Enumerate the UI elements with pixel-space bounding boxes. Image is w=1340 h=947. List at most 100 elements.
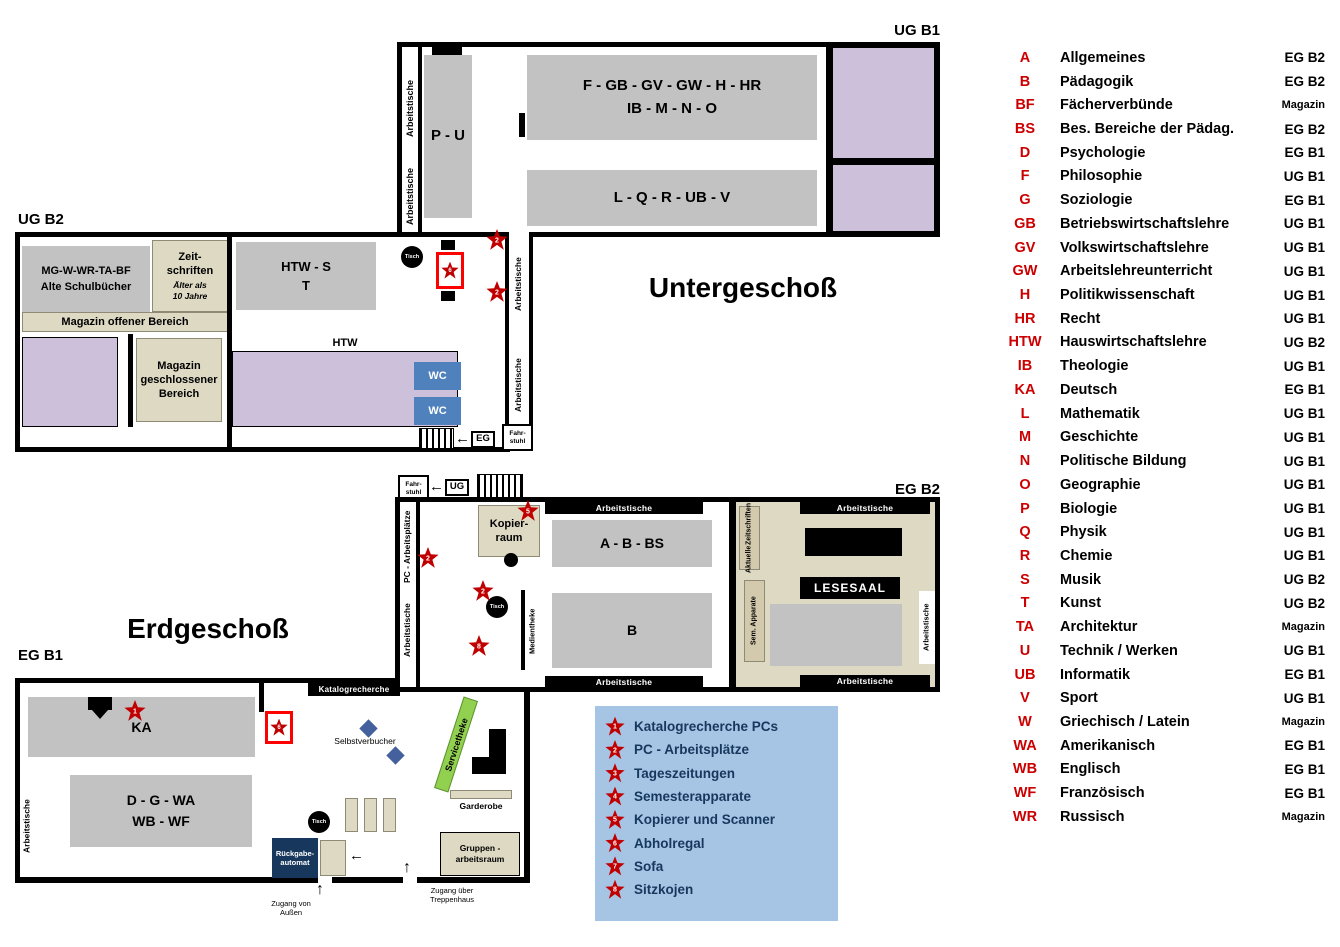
label-line: Zeitschriften [745,503,753,546]
label-garderobe: Garderobe [459,801,503,811]
index-row: WB Englisch EG B1 [1003,758,1325,782]
map-star: 1 [124,700,146,722]
index-location: UG B1 [1283,168,1325,184]
index-code: HTW [1008,334,1042,351]
label-selbstverbucher: Selbstverbucher [334,736,396,746]
title-untergeschoss: Untergeschoß [648,272,838,303]
index-location: UG B1 [1283,358,1325,374]
star-number: 2 [613,747,617,755]
index-row: R Chemie UG B1 [1003,544,1325,568]
table-dot [504,553,518,567]
label-line: Aktuelle [745,545,753,573]
index-location: Magazin [1281,99,1325,112]
index-row: V Sport UG B1 [1003,686,1325,710]
label-line: schriften [166,264,214,277]
wall [832,159,935,164]
index-row: W Griechisch / Latein Magazin [1003,710,1325,734]
index-row: S Musik UG B2 [1003,568,1325,592]
label-line: Bereich [158,388,200,401]
index-code: P [1020,500,1030,517]
legend-item: 7 Sofa [605,855,838,878]
index-row: GV Volkswirtschaftslehre UG B1 [1003,236,1325,260]
map-star: 8 [468,635,490,657]
label-line: automat [280,858,310,867]
table-block [345,798,358,832]
wall [729,497,736,692]
abholregal: 6 [265,711,293,744]
label-line: Magazin [157,359,201,372]
lesesaal-tables [770,604,902,666]
label-line: arbeitsraum [455,854,505,864]
index-code: W [1018,713,1032,730]
arrow-up-icon: ↑ [316,881,324,898]
label-line: Rückgabe- [275,849,315,858]
title-erdgeschoss: Erdgeschoß [127,613,289,644]
index-subject: Griechisch / Latein [1060,713,1190,730]
ug-exit-label: UG [445,479,469,496]
wall [259,678,264,712]
abholregal: 6 [436,252,464,289]
map-star: 2 [486,281,508,303]
tisch-table: Tisch [308,811,330,833]
index-code: A [1019,49,1031,66]
index-row: GW Arbeitslehreunterricht UG B1 [1003,259,1325,283]
arrow-left-icon: ← [455,430,470,447]
label-line: Magazin offener Bereich [61,315,189,328]
star-number: 5 [526,508,530,516]
index-code: O [1019,476,1031,493]
index-code: KA [1014,381,1036,398]
star-number: 2 [481,588,485,596]
index-subject: Französisch [1060,785,1145,802]
index-location: UG B1 [1283,311,1325,327]
shelf-a-b-bs: A - B - BS [552,520,712,567]
star-icon: 7 [605,856,625,876]
index-code: BS [1014,121,1036,138]
eg-exit-label: EG [471,431,495,448]
label-arbeitstische-vertical: Arbeitstische [404,79,415,137]
index-subject: Geschichte [1060,429,1139,446]
star-number: 8 [477,643,481,651]
index-code: U [1019,642,1031,659]
label-arbeitstische-vertical: Arbeitstische [404,167,415,225]
label-line: 10 Jahre [172,291,208,302]
index-subject: Politische Bildung [1060,453,1187,470]
legend-item: 2 PC - Arbeitsplätze [605,738,838,761]
index-code: UB [1014,666,1036,683]
index-row: GB Betriebswirtschaftslehre UG B1 [1003,212,1325,236]
index-subject: Sport [1060,690,1098,707]
index-location: UG B1 [1283,429,1325,445]
star-icon: 5 [605,809,625,830]
star-icon: 8 [605,879,625,900]
label-arbeitstische-vertical: Arbeitstische [402,603,413,657]
sem-apparate-shelf: Sem. Apparate [744,580,765,662]
index-row: O Geographie UG B1 [1003,473,1325,497]
index-row: N Politische Bildung UG B1 [1003,449,1325,473]
index-subject: Betriebswirtschaftslehre [1060,215,1230,232]
wall [227,232,232,452]
shelf-b: B [552,593,712,668]
index-location: EG B1 [1284,785,1325,801]
star-icon: 2 [605,739,625,760]
label-line: geschlossener [140,373,218,386]
shelf-label: D - G - WA [126,792,196,808]
legend-label: Semesterapparate [634,789,752,805]
index-location: UG B2 [1283,595,1325,611]
index-code: WA [1013,737,1037,754]
index-code: H [1019,287,1031,304]
index-code: M [1018,429,1032,446]
legend-item: 4 Semesterapparate [605,785,838,808]
legend: 1 Katalogrecherche PCs 2 PC - Arbeitsplä… [595,706,838,921]
arbeitstische-bar: Arbeitstische [545,502,703,514]
legend-label: Katalogrecherche PCs [634,719,779,735]
index-row: M Geschichte UG B1 [1003,426,1325,450]
return-shelf [320,840,346,876]
index-subject: Chemie [1060,547,1113,564]
wall [417,877,530,883]
index-location: UG B1 [1283,643,1325,659]
index-row: UB Informatik EG B1 [1003,663,1325,687]
magazin-zone [832,47,935,159]
wall [432,44,462,55]
legend-item: 6 Abholregal [605,831,838,854]
label-zugang-aussen: Zugang von Außen [258,899,324,917]
index-location: EG B1 [1284,761,1325,777]
